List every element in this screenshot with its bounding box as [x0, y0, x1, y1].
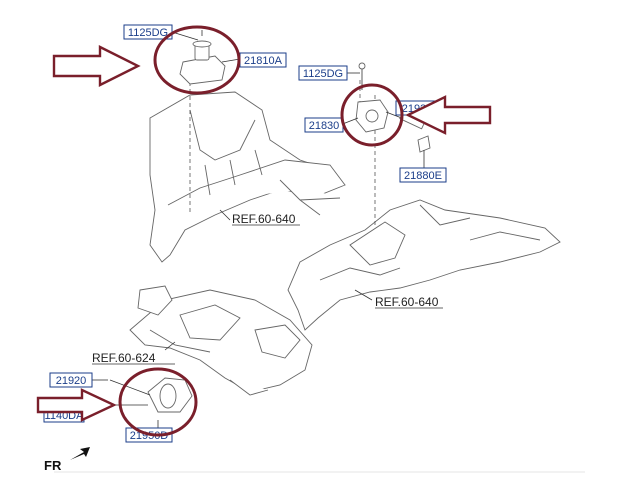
pointer-arrow-right [405, 95, 492, 135]
svg-text:21920: 21920 [56, 375, 87, 387]
svg-text:21880E: 21880E [404, 170, 442, 182]
right-transaxle-mount [355, 62, 431, 170]
highlight-circle-right-mount [340, 83, 404, 147]
label-1125dg-top: 1125DG [123, 24, 173, 40]
svg-text:1125DG: 1125DG [128, 27, 168, 39]
label-1125dg-right: 1125DG [298, 65, 348, 81]
sub-frame [129, 285, 313, 396]
ref-60-640-top: REF.60-640 [232, 212, 296, 226]
svg-text:1125DG: 1125DG [303, 68, 343, 80]
right-frame-rail [287, 80, 561, 331]
rear-roll-mount [109, 377, 193, 430]
label-21830: 21830 [304, 117, 344, 133]
label-21920-left: 21920 [49, 372, 93, 388]
svg-text:21830: 21830 [309, 120, 340, 132]
top-engine-mount [179, 30, 241, 85]
label-21810a: 21810A [239, 52, 287, 68]
svg-text:21810A: 21810A [244, 55, 283, 67]
pointer-arrow-top [52, 45, 141, 87]
highlight-circle-rear-mount [118, 367, 198, 437]
highlight-circle-top-mount [153, 25, 241, 95]
svg-text:21950D: 21950D [130, 430, 169, 442]
label-21880e: 21880E [399, 167, 447, 183]
front-direction-indicator: FR [44, 447, 90, 473]
fr-arrow-icon [70, 447, 90, 460]
left-frame-rail [149, 75, 346, 263]
ref-60-640-right: REF.60-640 [375, 295, 439, 309]
fr-label: FR [44, 458, 62, 473]
pointer-arrow-left [36, 388, 117, 422]
ref-60-624: REF.60-624 [92, 351, 156, 365]
